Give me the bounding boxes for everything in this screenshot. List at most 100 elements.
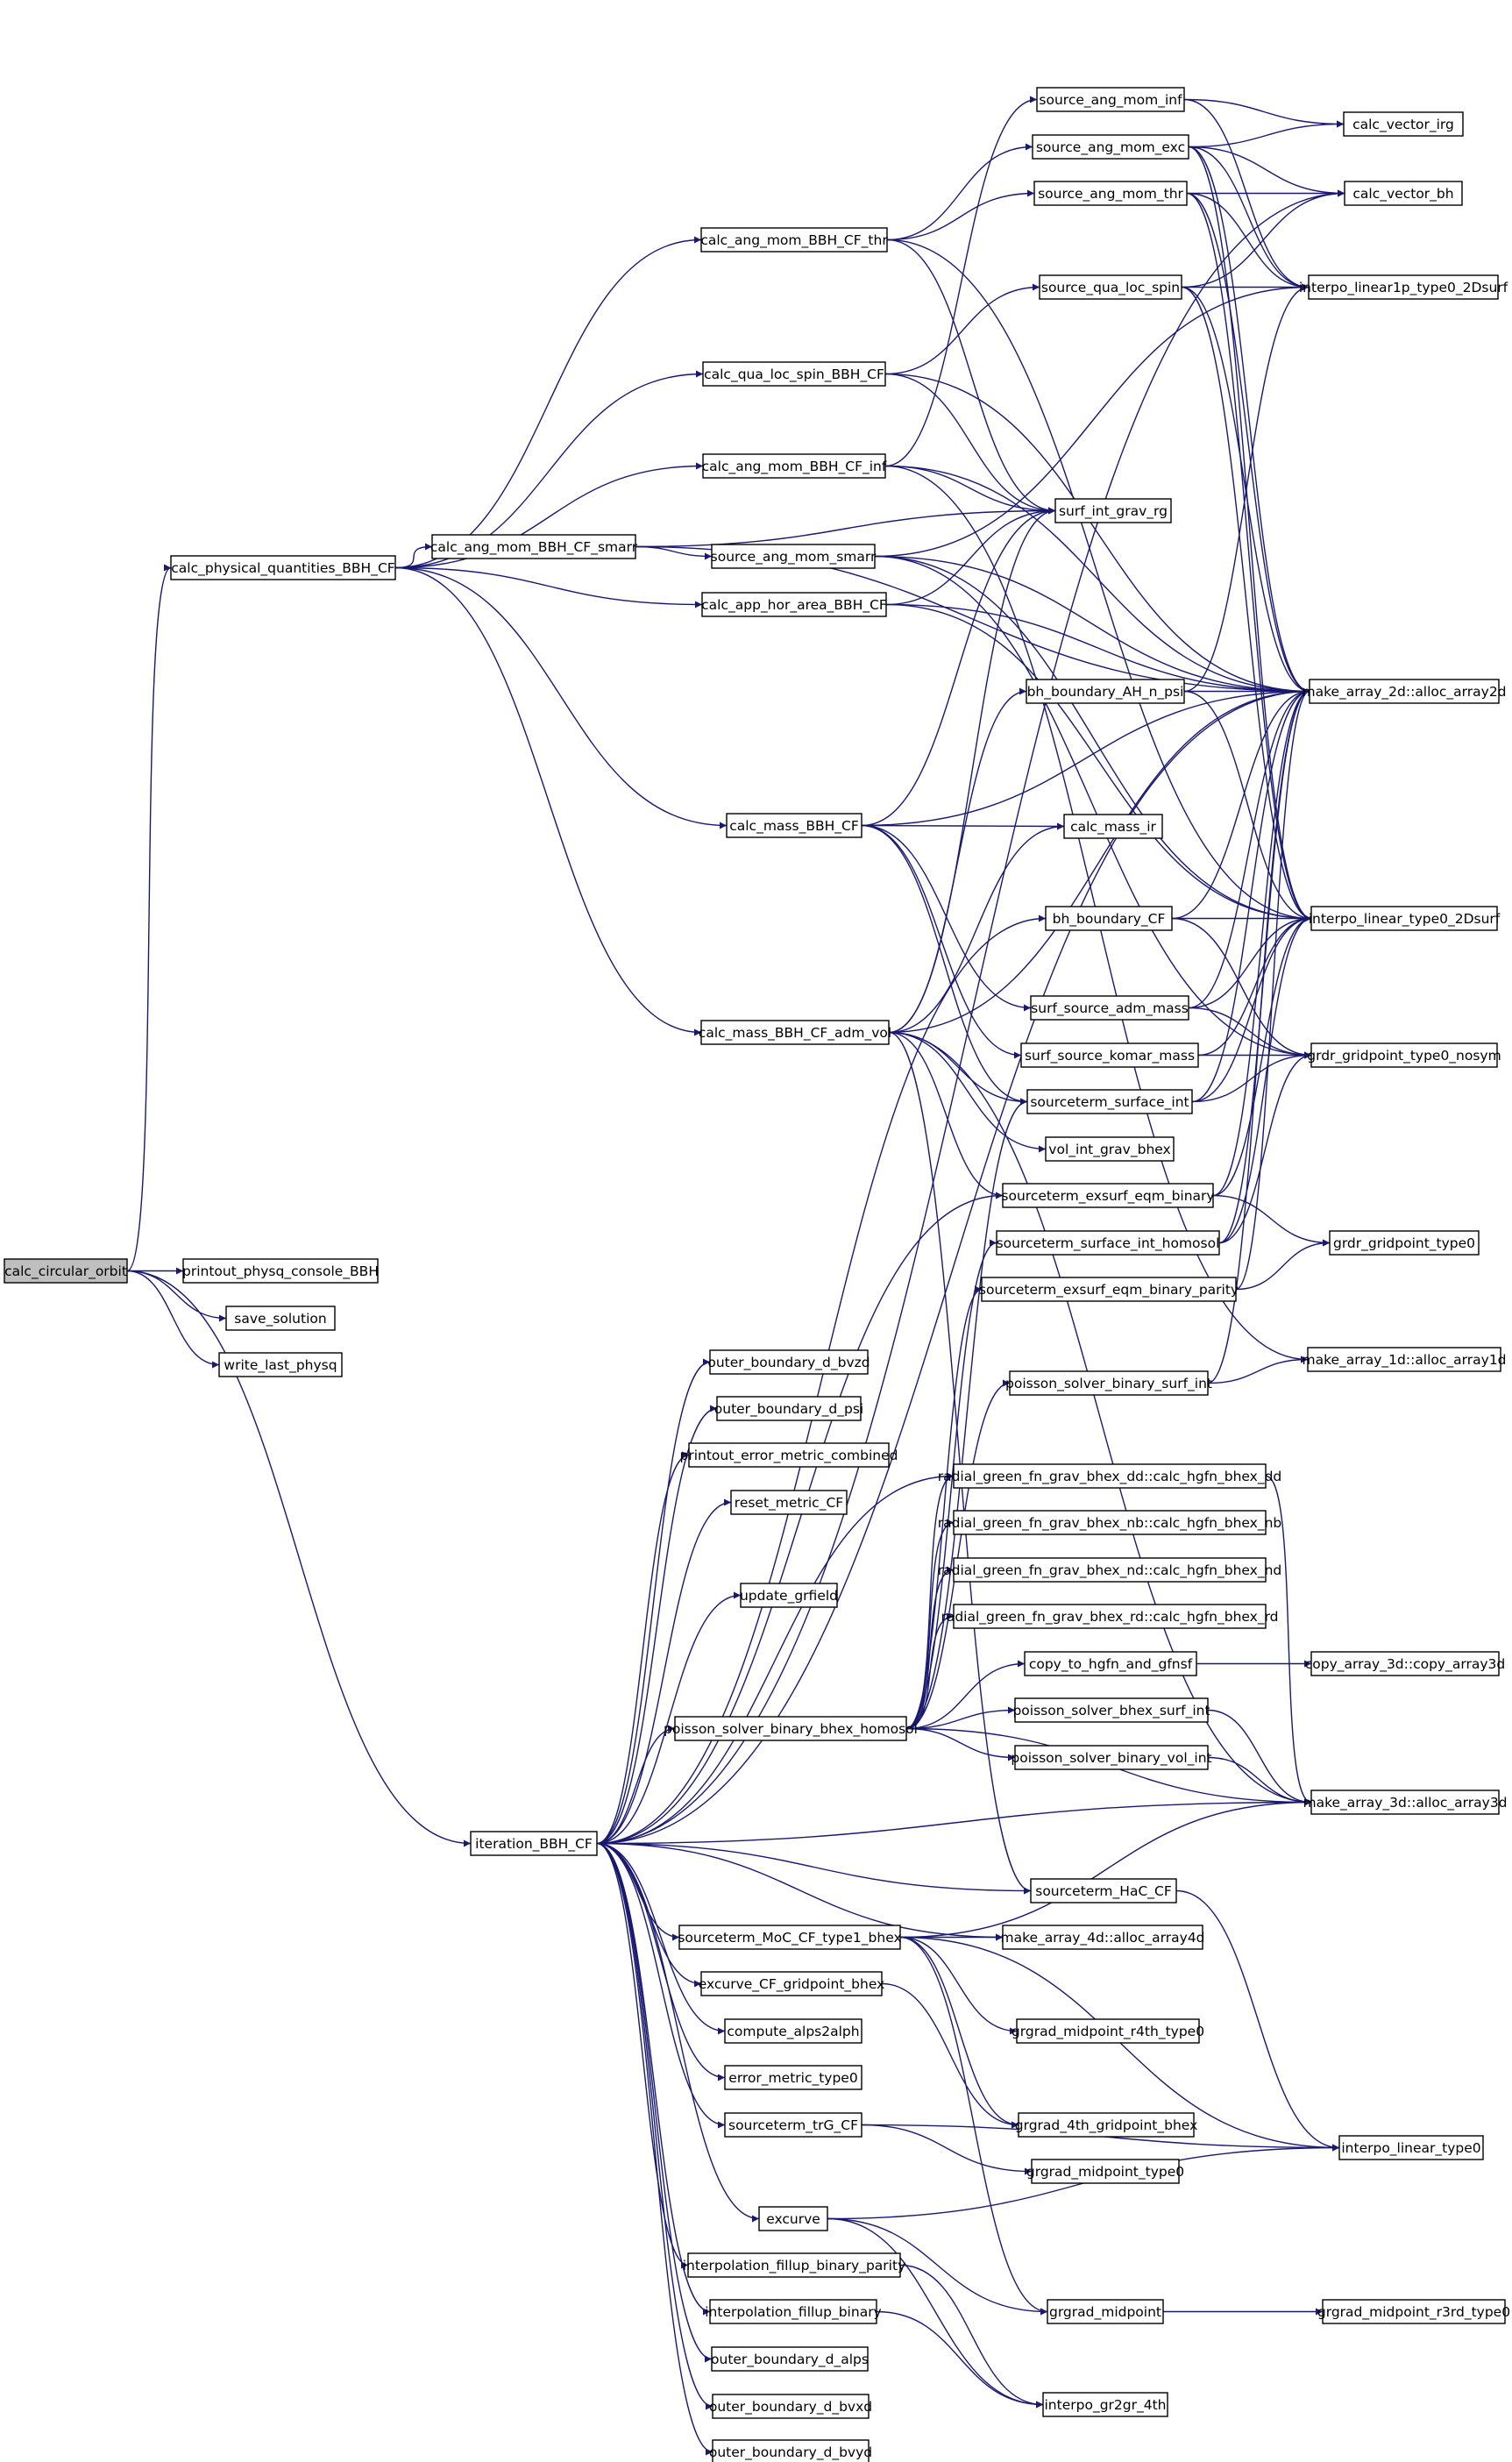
node-sourceterm-exsurf-eqm-binary[interactable]: sourceterm_exsurf_eqm_binary (1001, 1183, 1215, 1208)
node-label: save_solution (234, 1311, 326, 1327)
node-grgrad-midpoint[interactable]: grgrad_midpoint (1047, 2299, 1164, 2324)
node-grdr-gridpoint-type0[interactable]: grdr_gridpoint_type0 (1329, 1230, 1480, 1256)
edge-sourceterm-exsurf-eqm-binary-parity-to-grdr-gridpoint-type0 (1235, 1239, 1331, 1291)
node-calc-mass-ir[interactable]: calc_mass_ir (1063, 814, 1163, 839)
node-grgrad-4th-gridpoint-bhex[interactable]: grgrad_4th_gridpoint_bhex (1015, 2112, 1198, 2138)
node-poisson-solver-binary-vol-int[interactable]: poisson_solver_binary_vol_int (1011, 1745, 1212, 1770)
node-excurve[interactable]: excurve (758, 2206, 828, 2231)
node-source-ang-mom-thr[interactable]: source_ang_mom_thr (1033, 181, 1188, 206)
node-box (1045, 906, 1173, 931)
edge-iteration-bbh-cf-to-sourceterm-hac-cf (596, 1842, 1032, 1895)
node-calc-ang-mom-bbh-cf-inf[interactable]: calc_ang_mom_BBH_CF_inf (702, 453, 887, 479)
node-radial-green-fn-grav-bhex-rd-calc-hgfn-bhex-rd[interactable]: radial_green_fn_grav_bhex_rd::calc_hgfn_… (941, 1604, 1279, 1629)
node-error-metric-type0[interactable]: error_metric_type0 (724, 2065, 862, 2090)
node-box (1309, 679, 1500, 704)
node-outer-boundary-d-bvxd[interactable]: outer_boundary_d_bvxd (709, 2394, 872, 2419)
node-grdr-gridpoint-type0-nosym[interactable]: grdr_gridpoint_type0_nosym (1307, 1042, 1501, 1068)
node-source-ang-mom-exc[interactable]: source_ang_mom_exc (1032, 134, 1189, 160)
node-source-qua-loc-spin[interactable]: source_qua_loc_spin (1039, 274, 1182, 300)
node-label: calc_vector_irg (1352, 117, 1454, 133)
node-save-solution[interactable]: save_solution (225, 1306, 336, 1331)
node-radial-green-fn-grav-bhex-dd-calc-hgfn-bhex-dd[interactable]: radial_green_fn_grav_bhex_dd::calc_hgfn_… (938, 1463, 1282, 1489)
node-sourceterm-surface-int-homosol[interactable]: sourceterm_surface_int_homosol (996, 1230, 1220, 1256)
node-update-grfield[interactable]: update_grfield (740, 1583, 838, 1608)
node-calc-circular-orbit[interactable]: calc_circular_orbit (4, 1258, 128, 1284)
node-box (1310, 906, 1498, 931)
node-radial-green-fn-grav-bhex-nb-calc-hgfn-bhex-nb[interactable]: radial_green_fn_grav_bhex_nb::calc_hgfn_… (938, 1510, 1282, 1535)
node-calc-qua-loc-spin-bbh-cf[interactable]: calc_qua_loc_spin_BBH_CF (702, 361, 886, 387)
node-label: sourceterm_exsurf_eqm_binary_parity (979, 1282, 1239, 1299)
node-surf-int-grav-rg[interactable]: surf_int_grav_rg (1054, 498, 1172, 523)
node-printout-physq-console-bbh[interactable]: printout_physq_console_BBH (182, 1258, 379, 1284)
node-grgrad-midpoint-r3rd-type0[interactable]: grgrad_midpoint_r3rd_type0 (1317, 2299, 1510, 2324)
node-printout-error-metric-combined[interactable]: printout_error_metric_combined (680, 1442, 898, 1468)
node-make-array-1d-alloc-array1d[interactable]: make_array_1d::alloc_array1d (1302, 1347, 1507, 1372)
node-outer-boundary-d-bvyd[interactable]: outer_boundary_d_bvyd (709, 2439, 872, 2462)
node-calc-vector-irg[interactable]: calc_vector_irg (1343, 111, 1464, 137)
node-make-array-4d-alloc-array4d[interactable]: make_array_4d::alloc_array4d (1000, 1925, 1205, 1950)
node-sourceterm-surface-int[interactable]: sourceterm_surface_int (1026, 1089, 1193, 1114)
edge-source-ang-mom-exc-to-interpo-linear-type0-2dsurf (1188, 146, 1312, 922)
node-poisson-solver-binary-bhex-homosol[interactable]: poisson_solver_binary_bhex_homosol (664, 1716, 918, 1741)
node-write-last-physq[interactable]: write_last_physq (218, 1352, 343, 1377)
node-bh-boundary-ah-n-psi[interactable]: bh_boundary_AH_n_psi (1026, 679, 1185, 704)
edge-bh-boundary-ah-n-psi-to-interpo-linear1p-type0-2dsurf (1183, 283, 1310, 693)
node-interpo-linear-type0-2dsurf[interactable]: interpo_linear_type0_2Dsurf (1309, 906, 1501, 931)
node-poisson-solver-bhex-surf-int[interactable]: poisson_solver_bhex_surf_int (1012, 1697, 1210, 1723)
node-interpolation-fillup-binary[interactable]: interpolation_fillup_binary (705, 2299, 882, 2324)
node-sourceterm-trg-cf[interactable]: sourceterm_trG_CF (724, 2112, 862, 2138)
node-compute-alps2alph[interactable]: compute_alps2alph (724, 2018, 862, 2044)
edge-iteration-bbh-cf-to-sourceterm-exsurf-eqm-binary (596, 1192, 1004, 1845)
node-interpo-linear-type0[interactable]: interpo_linear_type0 (1338, 2135, 1484, 2160)
node-make-array-2d-alloc-array2d[interactable]: make_array_2d::alloc_array2d (1302, 679, 1507, 704)
node-box (1045, 1136, 1175, 1162)
node-bh-boundary-cf[interactable]: bh_boundary_CF (1045, 906, 1173, 931)
node-calc-app-hor-area-bbh-cf[interactable]: calc_app_hor_area_BBH_CF (701, 592, 887, 617)
node-reset-metric-cf[interactable]: reset_metric_CF (730, 1490, 848, 1515)
node-make-array-3d-alloc-array3d[interactable]: make_array_3d::alloc_array3d (1303, 1790, 1508, 1815)
edge-poisson-solver-binary-bhex-homosol-to-radial-green-fn-grav-bhex-nb-calc-hgfn-bhex-nb (905, 1519, 955, 1730)
node-source-ang-mom-smarr[interactable]: source_ang_mom_smarr (711, 544, 877, 569)
node-calc-mass-bbh-cf[interactable]: calc_mass_BBH_CF (726, 813, 862, 838)
edge-interpolation-fillup-binary-to-interpo-gr2gr-4th (876, 2310, 1044, 2409)
node-grgrad-midpoint-r4th-type0[interactable]: grgrad_midpoint_r4th_type0 (1012, 2018, 1204, 2044)
node-poisson-solver-binary-surf-int[interactable]: poisson_solver_binary_surf_int (1005, 1370, 1212, 1396)
node-label: poisson_solver_binary_vol_int (1011, 1750, 1211, 1767)
node-sourceterm-moc-cf-type1-bhex[interactable]: sourceterm_MoC_CF_type1_bhex (678, 1925, 902, 1950)
edge-iteration-bbh-cf-to-error-metric-type0 (596, 1842, 726, 2081)
edge-iteration-bbh-cf-to-make-array-4d-alloc-array4d (596, 1842, 1004, 1941)
node-excurve-cf-gridpoint-bhex[interactable]: excurve_CF_gridpoint_bhex (699, 1971, 885, 1996)
node-calc-mass-bbh-cf-adm-vol[interactable]: calc_mass_BBH_CF_adm_vol (699, 1020, 891, 1045)
node-outer-boundary-d-psi[interactable]: outer_boundary_d_psi (714, 1396, 863, 1421)
node-surf-source-komar-mass[interactable]: surf_source_komar_mass (1020, 1042, 1199, 1068)
node-outer-boundary-d-alps[interactable]: outer_boundary_d_alps (711, 2346, 869, 2372)
node-copy-to-hgfn-and-gfnsf[interactable]: copy_to_hgfn_and_gfnsf (1024, 1651, 1197, 1676)
edge-source-ang-mom-exc-to-interpo-linear1p-type0-2dsurf (1188, 146, 1310, 291)
node-interpolation-fillup-binary-parity[interactable]: interpolation_fillup_binary_parity (683, 2252, 906, 2278)
node-outer-boundary-d-bvzd[interactable]: outer_boundary_d_bvzd (707, 1349, 870, 1375)
node-interpo-linear1p-type0-2dsurf[interactable]: interpo_linear1p_type0_2Dsurf (1299, 274, 1508, 300)
node-box (1039, 274, 1182, 300)
node-calc-physical-quantities-bbh-cf[interactable]: calc_physical_quantities_BBH_CF (170, 555, 396, 580)
node-grgrad-midpoint-type0[interactable]: grgrad_midpoint_type0 (1026, 2159, 1184, 2184)
node-vol-int-grav-bhex[interactable]: vol_int_grav_bhex (1045, 1136, 1175, 1162)
edge-excurve-cf-gridpoint-bhex-to-grgrad-4th-gridpoint-bhex (881, 1982, 1019, 2129)
node-box (1310, 1042, 1498, 1068)
node-calc-ang-mom-bbh-cf-thr[interactable]: calc_ang_mom_BBH_CF_thr (700, 227, 888, 253)
node-calc-ang-mom-bbh-cf-smarr[interactable]: calc_ang_mom_BBH_CF_smarr (430, 534, 638, 559)
node-sourceterm-exsurf-eqm-binary-parity[interactable]: sourceterm_exsurf_eqm_binary_parity (979, 1277, 1239, 1302)
node-copy-array-3d-copy-array3d[interactable]: copy_array_3d::copy_array3d (1305, 1651, 1505, 1676)
node-source-ang-mom-inf[interactable]: source_ang_mom_inf (1036, 87, 1185, 112)
node-calc-vector-bh[interactable]: calc_vector_bh (1344, 181, 1463, 206)
node-iteration-bbh-cf[interactable]: iteration_BBH_CF (470, 1831, 598, 1856)
node-radial-green-fn-grav-bhex-nd-calc-hgfn-bhex-nd[interactable]: radial_green_fn_grav_bhex_nd::calc_hgfn_… (938, 1557, 1282, 1583)
edge-calc-mass-bbh-cf-adm-vol-to-make-array-3d-alloc-array3d (888, 1031, 1312, 1806)
node-box (724, 2065, 862, 2090)
node-box (470, 1831, 598, 1856)
edge-calc-ang-mom-bbh-cf-thr-to-interpo-linear-type0-2dsurf (886, 238, 1312, 922)
node-surf-source-adm-mass[interactable]: surf_source_adm_mass (1030, 995, 1189, 1021)
node-sourceterm-hac-cf[interactable]: sourceterm_HaC_CF (1030, 1878, 1177, 1903)
edge-iteration-bbh-cf-to-sourceterm-moc-cf-type1-bhex (596, 1842, 680, 1941)
node-interpo-gr2gr-4th[interactable]: interpo_gr2gr_4th (1042, 2392, 1168, 2417)
